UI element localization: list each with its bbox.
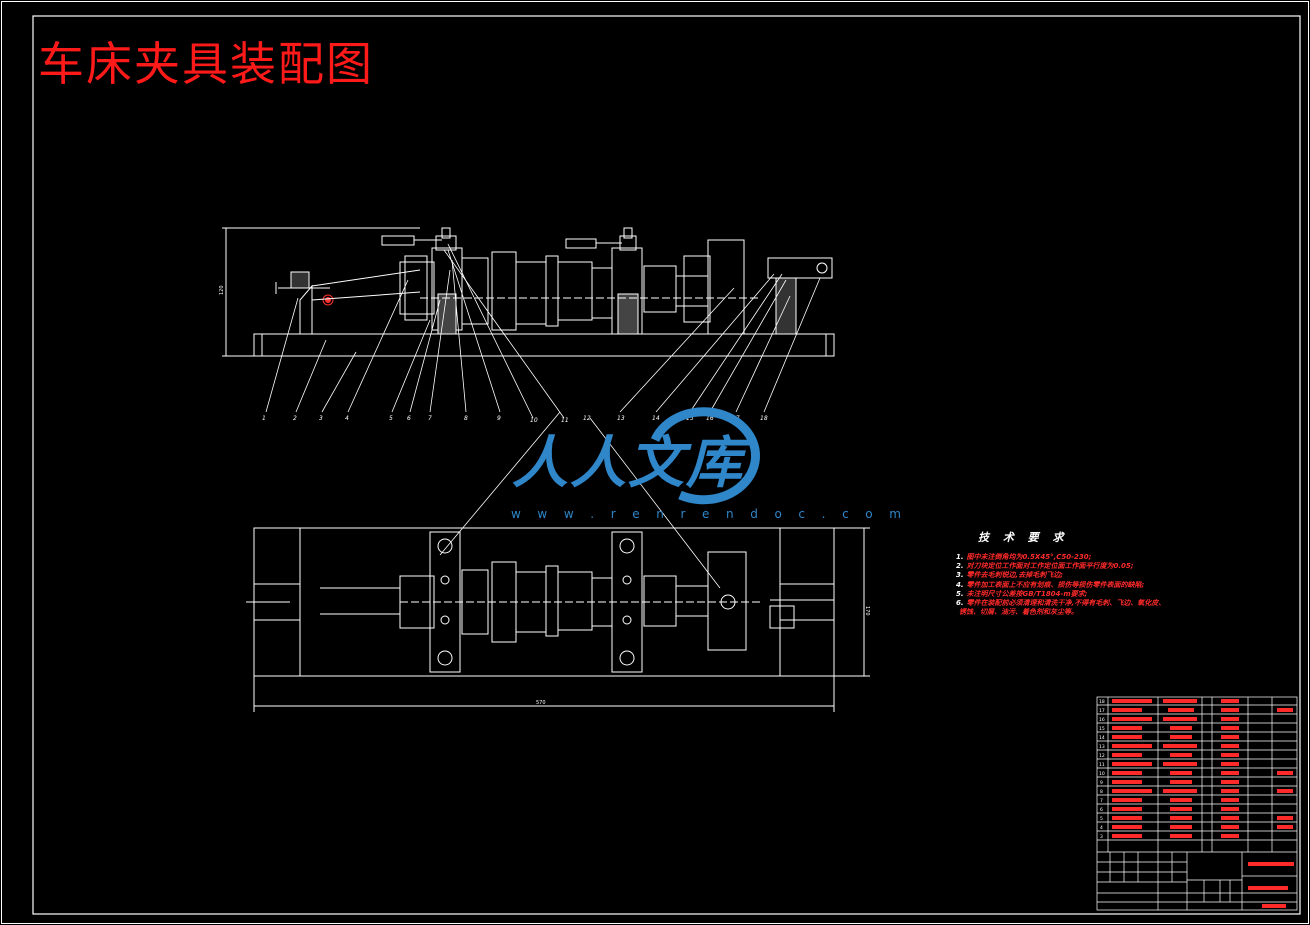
svg-text:14: 14: [1099, 735, 1105, 741]
svg-text:5: 5: [1100, 816, 1103, 822]
top-view: 570 170: [246, 527, 870, 712]
tech-requirement-item: 4.零件加工表面上不应有划痕、损伤等损伤零件表面的缺陷;: [956, 581, 1165, 590]
item-number: 5.: [956, 589, 964, 598]
callout-label: 15: [686, 415, 694, 422]
callout-label: 13: [617, 415, 625, 422]
svg-text:10: 10: [1099, 771, 1105, 777]
tech-requirements-list: 1.图中未注倒角均为0.5X45°,C50-230; 2.对刀块定位工作面对工作…: [956, 553, 1165, 617]
inner-border: [32, 15, 1301, 915]
watermark-chars: 人人文库: [512, 431, 744, 496]
item-number: 6.: [956, 599, 964, 608]
item-text: 锈蚀、切屑、油污、着色剂和灰尘等。: [959, 608, 1078, 617]
callout-label: 5: [389, 415, 393, 422]
svg-text:11: 11: [1099, 762, 1105, 768]
svg-text:17: 17: [1099, 708, 1105, 714]
callout-label: 2: [293, 415, 297, 422]
svg-text:9: 9: [1100, 780, 1103, 786]
svg-text:4: 4: [1100, 825, 1103, 831]
callout-label: 14: [652, 415, 660, 422]
callout-label: 8: [464, 415, 468, 422]
item-text: 零件加工表面上不应有划痕、损伤等损伤零件表面的缺陷;: [966, 580, 1145, 589]
item-number: 3.: [956, 571, 964, 580]
svg-text:13: 13: [1099, 744, 1105, 750]
callout-label: 6: [407, 415, 411, 422]
item-number: 1.: [956, 553, 964, 561]
leader-lines: [265, 243, 821, 589]
svg-text:12: 12: [1099, 753, 1105, 759]
drawing-title: 车床夹具装配图: [38, 37, 374, 91]
item-text: 图中未注倒角均为0.5X45°,C50-230;: [966, 553, 1092, 561]
item-text: 对刀块定位工作面对工作定位面工作面平行度为0.05;: [966, 562, 1134, 571]
svg-text:120: 120: [219, 285, 225, 295]
svg-text:170: 170: [864, 606, 870, 616]
callout-label: 11: [561, 417, 569, 424]
svg-text:3: 3: [1100, 834, 1103, 840]
tech-requirement-item: 2.对刀块定位工作面对工作定位面工作面平行度为0.05;: [956, 562, 1165, 571]
callout-label: 7: [428, 415, 432, 422]
callout-label: 3: [319, 415, 323, 422]
item-text: 未注明尺寸公差按GB/T1804-m要求;: [966, 589, 1088, 598]
callout-label: 12: [583, 415, 591, 422]
callout-label: 9: [497, 415, 501, 422]
item-number: 2.: [956, 562, 964, 571]
callout-labels: 1 2 3 4 5 6 7 8 9 10 11 12 13 14 15 16 1…: [262, 415, 768, 424]
front-view: 120: [219, 227, 835, 357]
watermark-logo: [650, 407, 761, 505]
item-text: 零件去毛刺锐边,去掉毛刺飞边;: [966, 571, 1063, 580]
item-number: 4.: [956, 580, 964, 589]
tech-requirement-item: 1.图中未注倒角均为0.5X45°,C50-230;: [956, 553, 1165, 562]
svg-text:16: 16: [1099, 717, 1105, 723]
callout-label: 16: [706, 415, 714, 422]
bom-table: [1096, 696, 1298, 911]
tech-requirement-item: 3.零件去毛刺锐边,去掉毛刺飞边;: [956, 571, 1165, 580]
svg-text:7: 7: [1100, 798, 1103, 804]
bom-fill: [1112, 699, 1294, 908]
watermark-url: w w w . r e n r e n d o c . c o m: [511, 507, 908, 521]
svg-text:6: 6: [1100, 807, 1103, 813]
svg-text:8: 8: [1100, 789, 1103, 795]
tech-requirement-item: 5.未注明尺寸公差按GB/T1804-m要求;: [956, 590, 1165, 599]
svg-text:18: 18: [1099, 699, 1105, 705]
item-text: 零件在装配前必须清理和清洗干净,不得有毛刺、飞边、氧化皮、: [966, 599, 1166, 608]
tech-requirement-item: 锈蚀、切屑、油污、着色剂和灰尘等。: [956, 608, 1165, 617]
callout-label: 4: [345, 415, 349, 422]
bom-row-numbers: 18 17 16 15 14 13 12 11 10 9 8 7 6 5 4 3: [1099, 699, 1105, 840]
tech-requirement-item: 6.零件在装配前必须清理和清洗干净,不得有毛刺、飞边、氧化皮、: [956, 599, 1165, 608]
svg-text:15: 15: [1099, 726, 1105, 732]
callout-label: 1: [262, 415, 266, 422]
callout-label: 18: [760, 415, 768, 422]
svg-text:570: 570: [536, 700, 546, 706]
tech-requirements-heading: 技 术 要 求: [978, 531, 1069, 544]
callout-label: 10: [530, 417, 538, 424]
